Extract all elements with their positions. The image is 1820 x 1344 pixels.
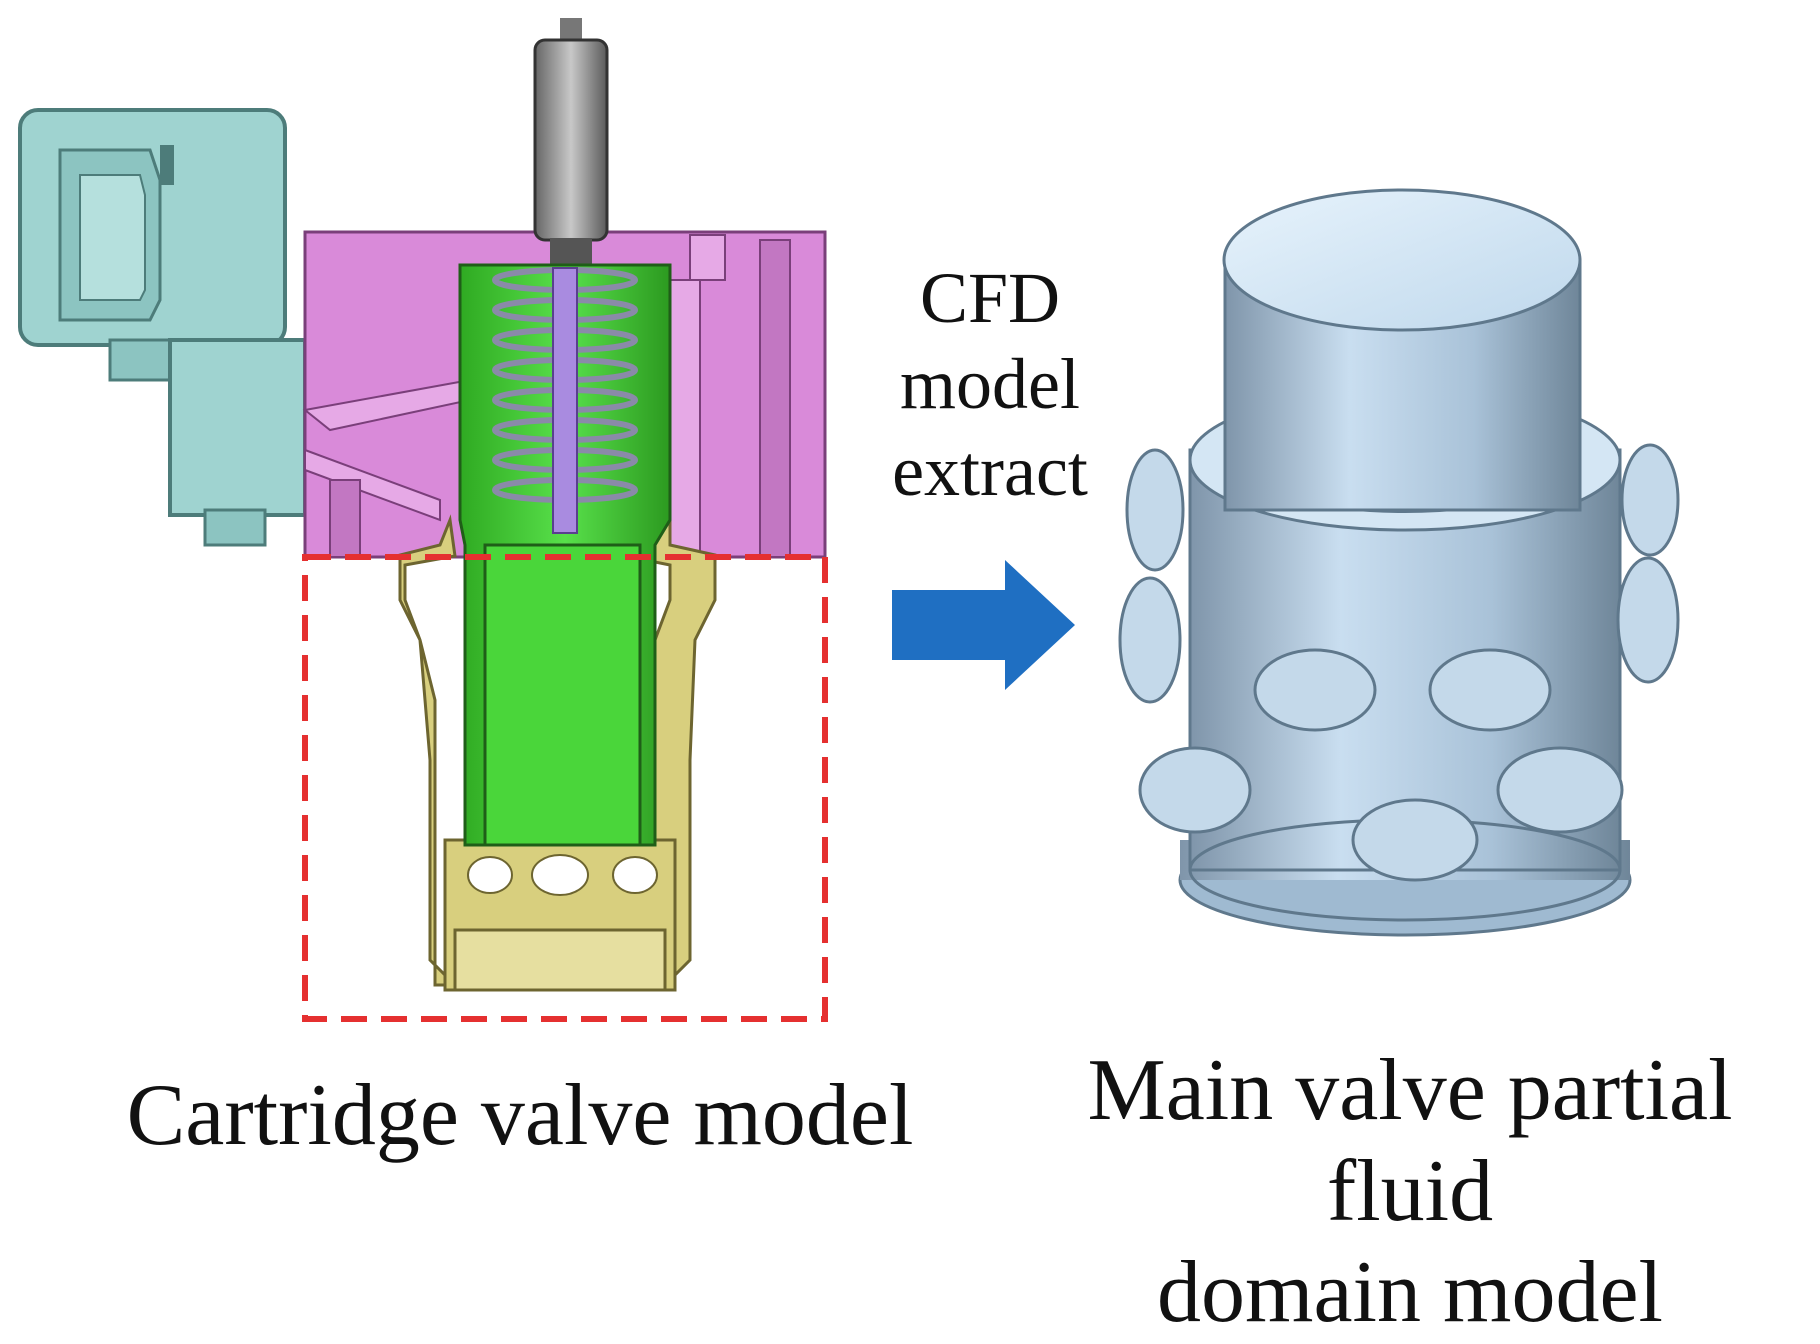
solenoid-coil bbox=[18, 108, 307, 547]
left-caption: Cartridge valve model bbox=[126, 1067, 914, 1164]
cfd-label-line1: CFD bbox=[919, 258, 1061, 338]
right-caption: Main valve partial fluid domain model bbox=[1000, 1040, 1820, 1344]
fluid-domain-model bbox=[1118, 188, 1680, 937]
right-arrow-icon bbox=[892, 560, 1075, 690]
cartridge-valve-model bbox=[18, 18, 828, 1022]
right-caption-line2: domain model bbox=[1157, 1244, 1663, 1342]
cfd-label-line2: model bbox=[900, 344, 1080, 425]
figure-canvas bbox=[18, 18, 1680, 1022]
actuator-rod bbox=[533, 18, 609, 268]
cfd-extract-label: CFD model extract bbox=[840, 255, 1140, 514]
right-caption-line1: Main valve partial fluid bbox=[1087, 1042, 1733, 1241]
valve-stem bbox=[552, 267, 578, 534]
port-bosses bbox=[1118, 443, 1680, 882]
cfd-label-line3: extract bbox=[892, 430, 1088, 511]
selection-box bbox=[302, 554, 828, 1022]
